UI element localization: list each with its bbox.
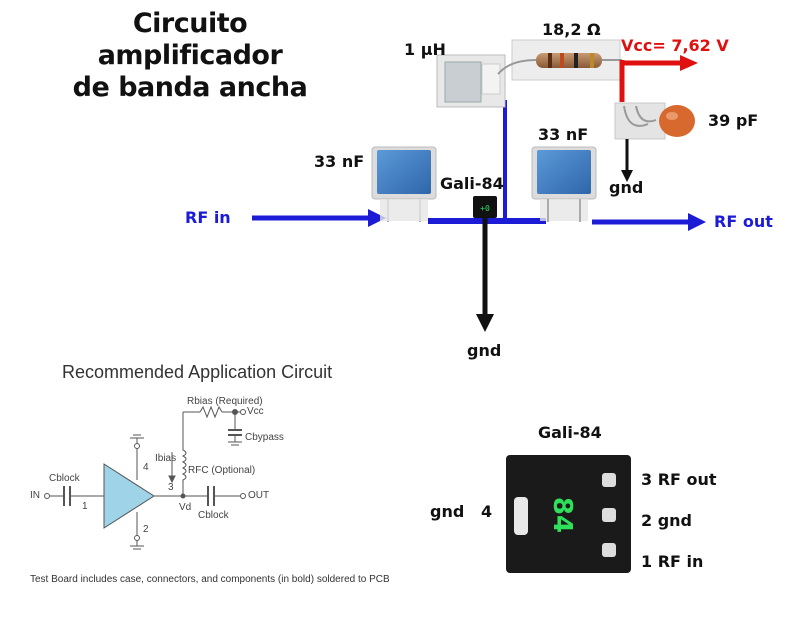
pin2-function: 2 gnd <box>641 511 692 530</box>
rf-out-arrow <box>592 213 706 231</box>
chip-photo: 84 <box>506 455 631 573</box>
inductor-label: 1 µH <box>404 40 446 59</box>
pin1-function: 1 RF in <box>641 552 704 571</box>
vd-label: Vd <box>179 502 192 513</box>
pin4-pad <box>514 497 528 535</box>
amplifier-label: Gali-84 <box>440 174 504 193</box>
title-line-1: Circuito amplificador <box>97 8 283 71</box>
rf-in-label: RF in <box>185 208 231 227</box>
chip-marking: 84 <box>547 496 577 534</box>
amplifier-chip: +0 <box>473 196 497 218</box>
resistor-label: 18,2 Ω <box>542 20 601 39</box>
output-capacitor <box>531 146 597 222</box>
gnd-arrow-bottom <box>476 218 494 332</box>
gnd-top-label: gnd <box>609 178 644 197</box>
rfc-label: RFC (Optional) <box>188 465 256 476</box>
test-board-note: Test Board includes case, connectors, an… <box>30 574 390 585</box>
pin4-label: 4 <box>143 462 149 473</box>
rbias-label: Rbias (Required) <box>187 396 263 407</box>
cblock-in-label: Cblock <box>49 473 80 484</box>
capacitor-39pf <box>614 102 695 140</box>
input-capacitor <box>371 146 437 222</box>
capacitor-39pf-label: 39 pF <box>708 111 759 130</box>
rf-in-arrow <box>252 209 386 227</box>
cbypass-label: Cbypass <box>245 432 284 443</box>
vcc-pin-label: Vcc <box>247 406 264 417</box>
gnd-arrow-top <box>621 139 633 182</box>
rf-out-label: RF out <box>714 212 773 231</box>
svg-text:+0: +0 <box>480 204 490 213</box>
in-label: IN <box>30 490 40 501</box>
pin4-function: gnd 4 <box>430 502 493 521</box>
gnd-bottom-label: gnd <box>467 341 502 360</box>
input-capacitor-label: 33 nF <box>314 152 365 171</box>
pin2-pad <box>602 508 616 522</box>
pin3-label: 3 <box>168 482 174 493</box>
page-title: Circuito amplificador de banda ancha <box>40 8 340 104</box>
out-label: OUT <box>248 490 270 501</box>
pin1-pad <box>602 543 616 557</box>
resistor <box>497 39 622 81</box>
vcc-arrow <box>619 55 698 102</box>
application-schematic <box>44 405 246 550</box>
pin1-label: 1 <box>82 501 88 512</box>
cblock-out-label: Cblock <box>198 510 229 521</box>
application-title: Recommended Application Circuit <box>62 362 333 382</box>
vcc-label: Vcc= 7,62 V <box>621 36 729 55</box>
pin3-function: 3 RF out <box>641 470 717 489</box>
pin2-label: 2 <box>143 524 149 535</box>
inductor <box>436 54 506 108</box>
pin3-pad <box>602 473 616 487</box>
title-line-2: de banda ancha <box>72 72 308 103</box>
output-capacitor-label: 33 nF <box>538 125 589 144</box>
ibias-label: Ibias <box>155 453 177 464</box>
pinout-title: Gali-84 <box>538 423 602 442</box>
